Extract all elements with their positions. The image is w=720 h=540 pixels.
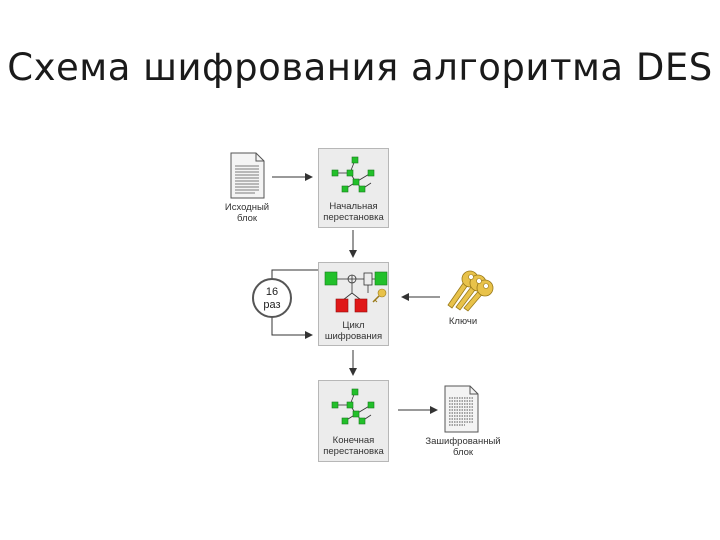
round-counter-circle: 16 раз <box>252 278 292 318</box>
page-title: Схема шифрования алгоритма DES <box>7 46 713 89</box>
encryption-cycle-label: Цикл шифрования <box>324 320 383 342</box>
loop-top <box>271 269 318 279</box>
final-permutation-box: Конечная перестановка <box>318 380 389 462</box>
feistel-round-icon <box>324 271 388 313</box>
key-icon <box>372 288 387 303</box>
permutation-graph-icon <box>331 388 375 425</box>
loop-bottom <box>271 317 313 339</box>
keys-label: Ключи <box>448 316 478 327</box>
initial-permutation-label: Начальная перестановка <box>323 201 384 223</box>
encrypted-block-label: Зашифрованный блок <box>425 436 501 458</box>
source-block-label: Исходный блок <box>224 202 270 224</box>
final-permutation-label: Конечная перестановка <box>323 435 384 457</box>
encryption-cycle-box: Цикл шифрования <box>318 262 389 346</box>
permutation-graph-icon <box>331 156 375 193</box>
initial-permutation-box: Начальная перестановка <box>318 148 389 228</box>
